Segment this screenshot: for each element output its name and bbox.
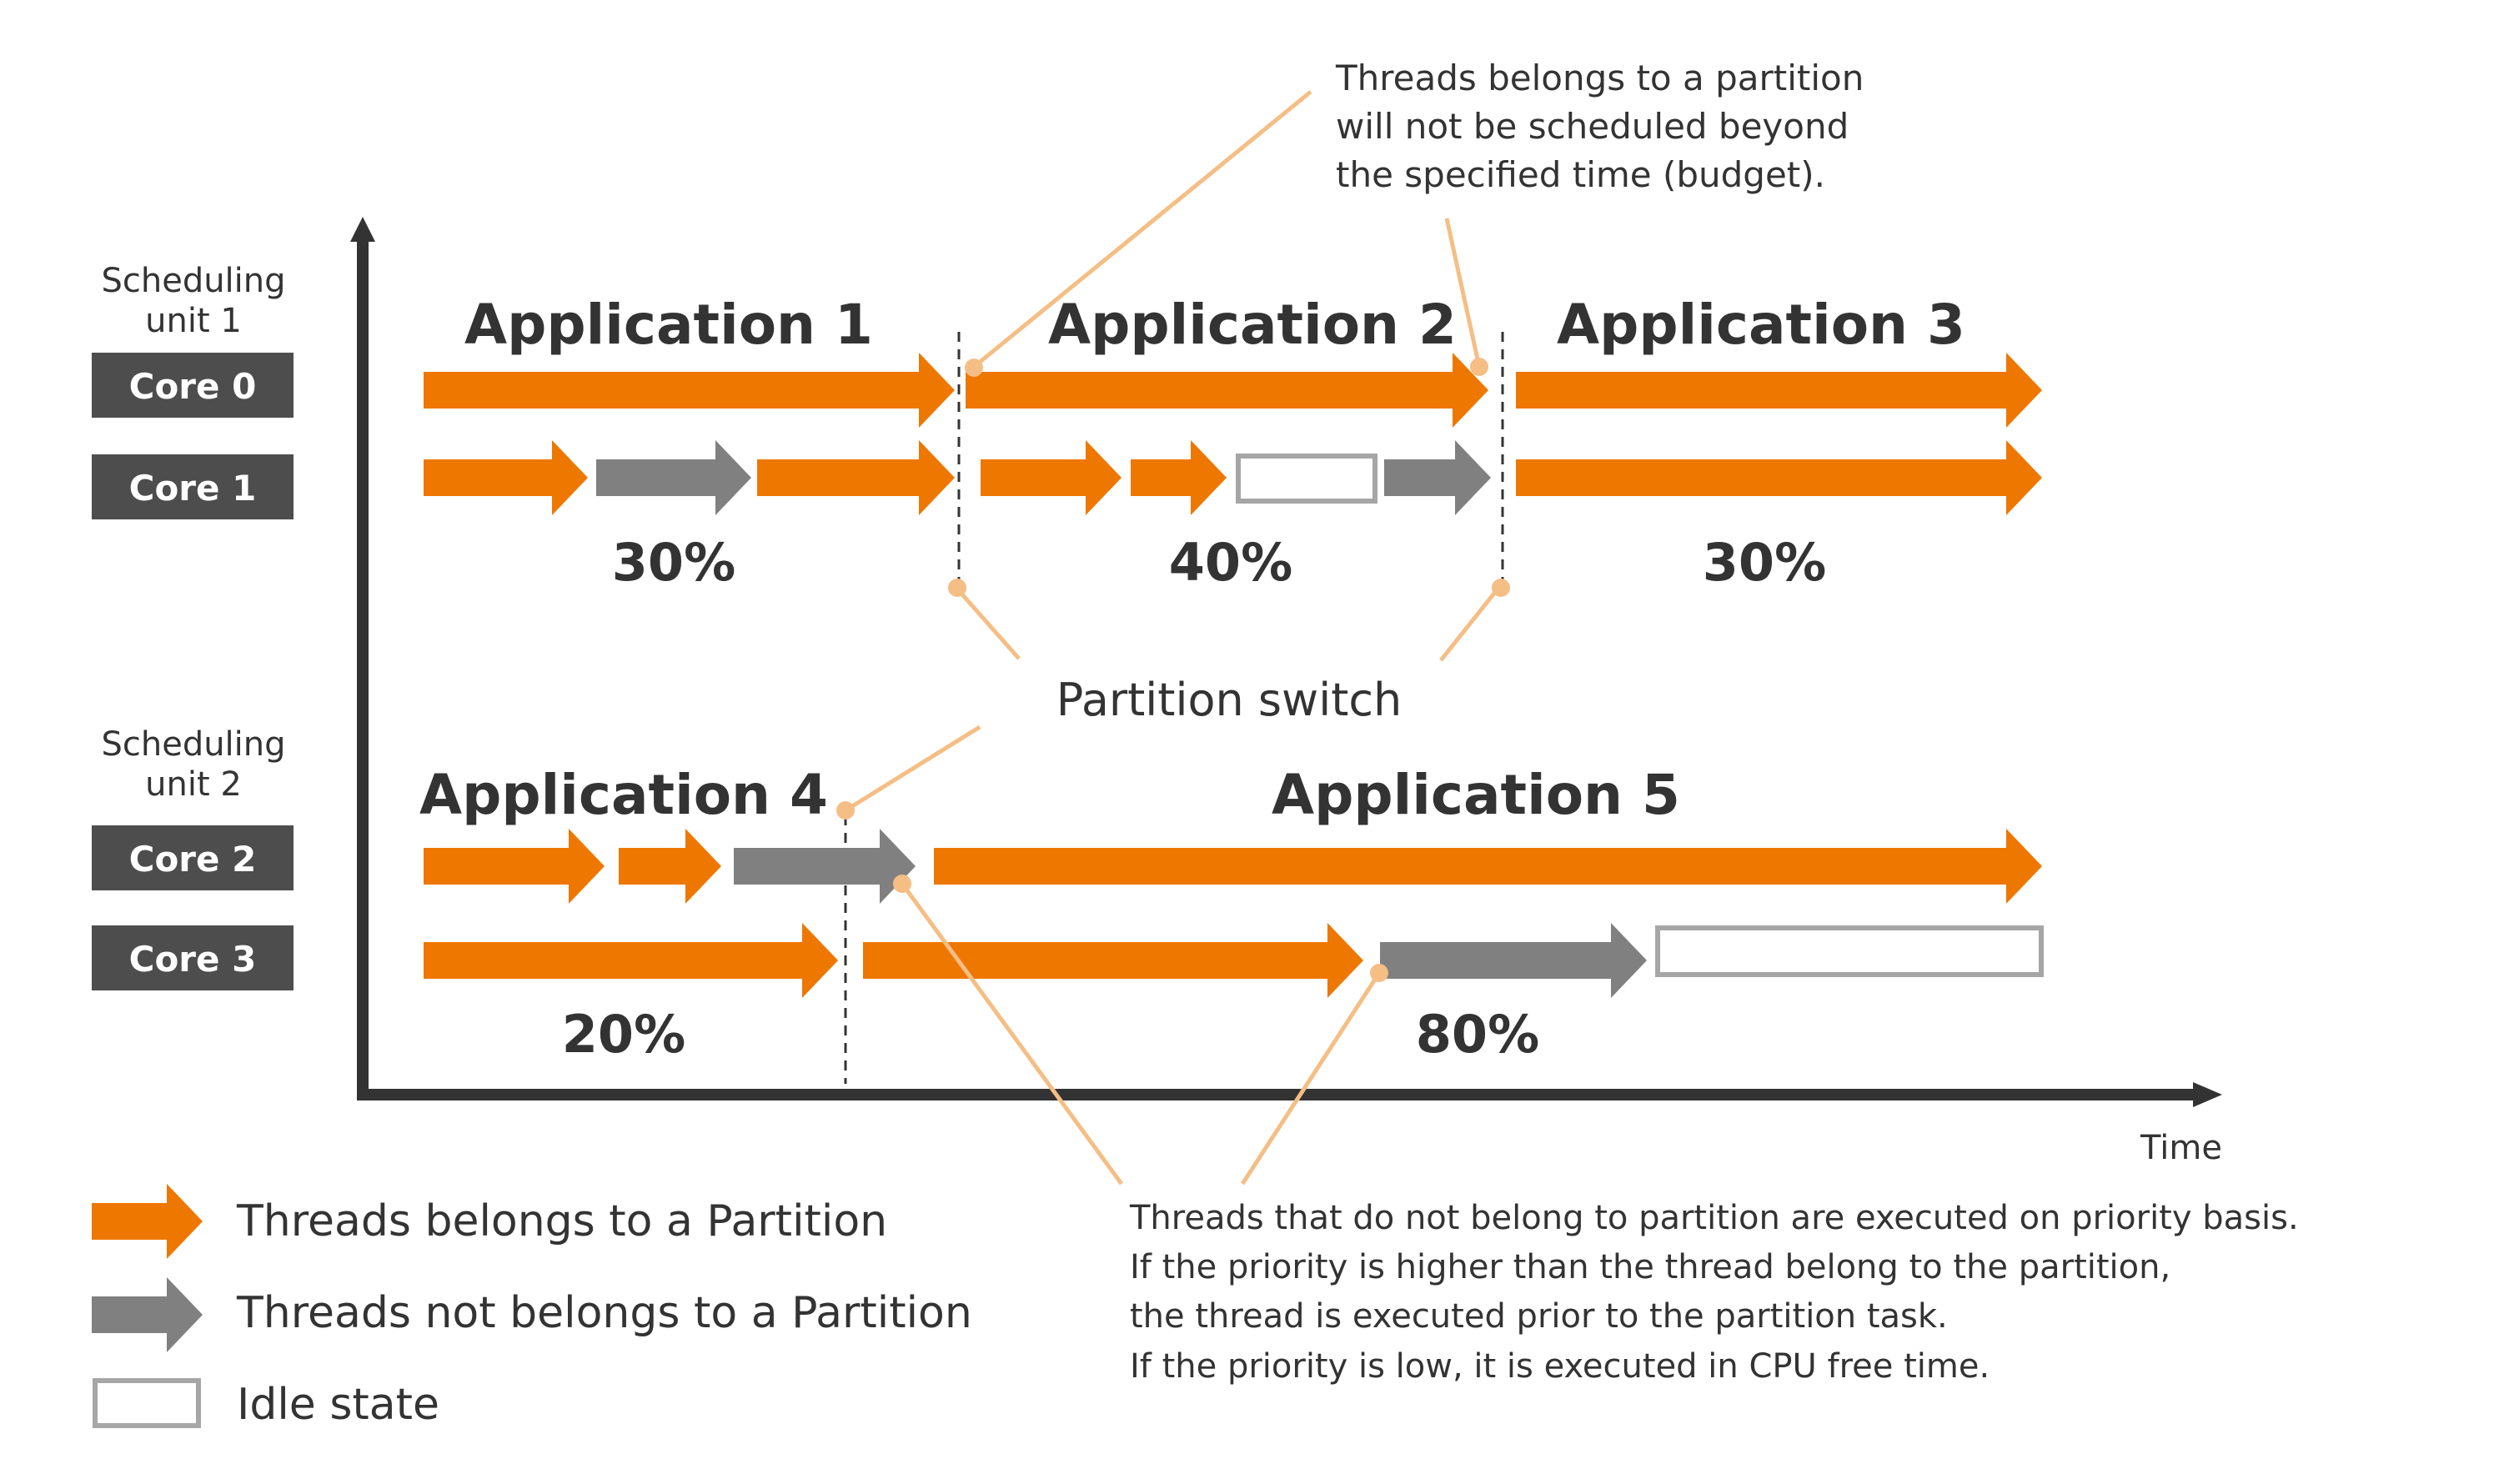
thread-nonpartition — [734, 829, 916, 904]
legend-partition-label: Threads belongs to a Partition — [236, 1196, 887, 1246]
thread-nonpartition — [1380, 923, 1647, 998]
core-2-timeline — [424, 829, 2042, 904]
legend-idle-swatch — [93, 1378, 201, 1428]
application-titles: Application 1 Application 2 Application … — [419, 293, 1965, 827]
thread-partition — [934, 829, 2042, 904]
thread-partition — [619, 829, 721, 904]
callout-dot — [1370, 964, 1388, 982]
legend-idle-label: Idle state — [237, 1380, 439, 1430]
unit-1-label-line2: unit 1 — [145, 302, 242, 340]
thread-partition — [424, 353, 955, 428]
unit-2-label-line1: Scheduling — [101, 725, 285, 764]
budget-application-5: 80% — [1416, 1004, 1539, 1065]
callout-leaders — [844, 90, 1501, 1186]
priority-callout: Threads that do not belong to partition … — [1129, 1199, 2299, 1386]
legend: Threads belongs to a Partition Threads n… — [92, 1184, 972, 1430]
core-2-box — [92, 825, 294, 890]
callout-dot — [1492, 579, 1510, 597]
legend-nonpartition-swatch — [92, 1277, 203, 1352]
y-axis — [357, 238, 369, 1100]
budget-labels: 30% 40% 30% 20% 80% — [562, 532, 1826, 1065]
thread-partition — [424, 923, 838, 998]
switch-leader-2 — [1439, 585, 1501, 662]
priority-callout-line3: the thread is executed prior to the part… — [1130, 1297, 1948, 1336]
core-1-box — [92, 454, 294, 519]
core-0-timeline — [424, 353, 2042, 428]
callout-dot — [965, 358, 983, 377]
x-axis-arrowhead — [2193, 1082, 2222, 1107]
core-labels: Core 0 Core 1 Core 2 Core 3 — [92, 353, 294, 990]
application-4-title: Application 4 — [419, 763, 828, 827]
thread-partition — [1516, 440, 2042, 515]
callout-dots — [836, 358, 1510, 982]
idle-state — [1236, 454, 1377, 504]
thread-partition — [1131, 440, 1227, 515]
core-1-timeline — [424, 440, 2042, 515]
x-axis — [357, 1089, 2200, 1100]
thread-partition — [966, 353, 1488, 428]
core-3-timeline — [424, 923, 2044, 998]
thread-nonpartition — [596, 440, 751, 515]
callout-dot — [948, 579, 966, 597]
axes: Time — [350, 217, 2222, 1167]
partition-switch-callout: Partition switch — [1056, 674, 1403, 726]
budget-leader-2 — [1444, 218, 1482, 368]
thread-partition — [757, 440, 955, 515]
unit-2-label-line2: unit 2 — [145, 765, 242, 804]
budget-callout-line3: the specified time (budget). — [1336, 154, 1825, 195]
unit-labels: Scheduling unit 1 Scheduling unit 2 — [101, 262, 285, 804]
callout-dot — [893, 875, 911, 893]
application-3-title: Application 3 — [1557, 293, 1965, 357]
switch-leader-3 — [844, 724, 981, 813]
switch-leader-1 — [954, 585, 1021, 660]
thread-nonpartition — [1384, 440, 1491, 515]
core-2-label: Core 2 — [129, 839, 257, 880]
budget-application-2: 40% — [1169, 532, 1292, 593]
legend-partition-swatch — [92, 1184, 203, 1259]
unit-1-label-line1: Scheduling — [101, 262, 285, 300]
budget-callout: Threads belongs to a partition will not … — [1335, 58, 1864, 195]
legend-nonpartition-label: Threads not belongs to a Partition — [236, 1288, 972, 1338]
thread-partition — [863, 923, 1363, 998]
budget-leader-1 — [972, 90, 1312, 368]
budget-application-1: 30% — [612, 532, 735, 593]
thread-partition — [424, 440, 588, 515]
application-2-title: Application 2 — [1048, 293, 1457, 357]
core-3-box — [92, 925, 294, 990]
budget-application-4: 20% — [562, 1004, 685, 1065]
priority-callout-line1: Threads that do not belong to partition … — [1129, 1199, 2299, 1237]
core-0-box — [92, 353, 294, 418]
budget-callout-line1: Threads belongs to a partition — [1335, 58, 1864, 98]
priority-callout-line4: If the priority is low, it is executed i… — [1130, 1347, 1990, 1386]
priority-leader-1 — [900, 882, 1124, 1186]
core-3-label: Core 3 — [129, 939, 257, 980]
application-1-title: Application 1 — [464, 293, 873, 357]
thread-partition — [1516, 353, 2042, 428]
thread-partition — [424, 829, 605, 904]
priority-leader-2 — [1240, 971, 1382, 1186]
budget-callout-line2: will not be scheduled beyond — [1336, 106, 1849, 147]
thread-partition — [981, 440, 1122, 515]
application-5-title: Application 5 — [1272, 763, 1680, 827]
core-1-label: Core 1 — [129, 468, 257, 509]
budget-application-3: 30% — [1703, 532, 1826, 593]
x-axis-label: Time — [2140, 1129, 2222, 1167]
priority-callout-line2: If the priority is higher than the threa… — [1130, 1248, 2170, 1286]
y-axis-arrowhead — [350, 217, 375, 242]
callout-dot — [1470, 358, 1488, 376]
core-0-label: Core 0 — [129, 366, 257, 407]
callout-dot — [836, 801, 855, 820]
idle-state — [1655, 925, 2044, 977]
